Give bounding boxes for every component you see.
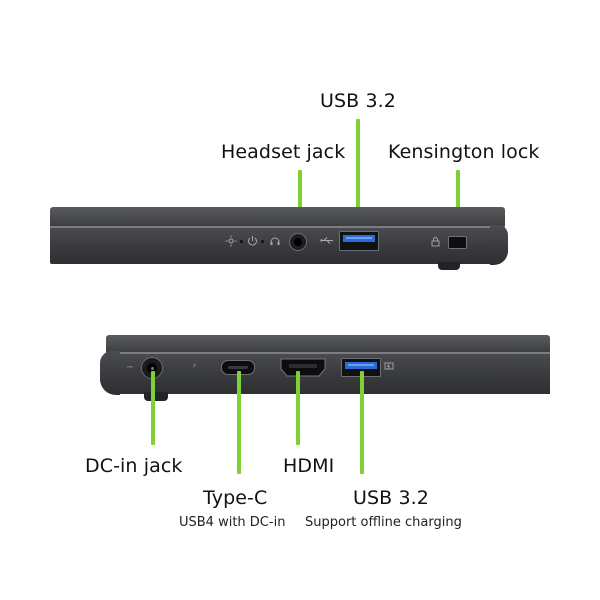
label-type-c-sub: USB4 with DC-in xyxy=(179,515,286,530)
laptop-lid xyxy=(50,207,505,227)
leader-headset xyxy=(298,170,302,228)
kensington-lock-slot xyxy=(448,236,467,249)
laptop-right-side xyxy=(50,205,510,275)
indicator-led-2 xyxy=(261,240,264,243)
leader-hdmi xyxy=(296,371,300,445)
dc-symbol-print: ⎓ xyxy=(127,363,133,371)
leader-dc-in xyxy=(151,371,155,445)
leader-usb-top xyxy=(356,119,360,223)
usb-a-port-top xyxy=(339,231,379,251)
laptop-base-bottom xyxy=(112,354,550,394)
laptop-left-side: ⎓ ⚡ xyxy=(100,333,550,408)
laptop-lid-bottom xyxy=(106,335,550,353)
leader-kensington xyxy=(456,170,460,230)
laptop-base xyxy=(50,228,500,264)
rubber-foot xyxy=(438,262,460,270)
leader-type-c xyxy=(237,371,241,474)
power-off-charging-icon xyxy=(384,362,394,370)
usb4-print: ⚡ xyxy=(192,362,197,370)
hdmi-port xyxy=(280,358,326,377)
headset-icon xyxy=(270,237,280,245)
headset-jack xyxy=(289,233,307,251)
label-usb-top: USB 3.2 xyxy=(320,90,396,112)
lock-icon xyxy=(431,237,440,247)
sun-indicator-icon xyxy=(225,235,237,247)
power-indicator-icon xyxy=(248,236,257,246)
label-dc-in-jack: DC-in jack xyxy=(85,455,183,477)
rubber-foot-bottom xyxy=(144,392,168,401)
label-headset-jack: Headset jack xyxy=(221,141,346,163)
leader-usb-bottom xyxy=(360,371,364,474)
label-hdmi: HDMI xyxy=(283,455,335,477)
hinge-line xyxy=(50,226,505,228)
label-usb-bottom-sub: Support offline charging xyxy=(305,515,462,530)
hinge-line-bottom xyxy=(106,352,550,354)
base-right-edge xyxy=(490,225,508,265)
label-usb-bottom: USB 3.2 xyxy=(353,487,429,509)
indicator-led-1 xyxy=(240,240,243,243)
label-kensington-lock: Kensington lock xyxy=(388,141,540,163)
usb-symbol-icon xyxy=(320,237,333,244)
label-type-c: Type-C xyxy=(203,487,268,509)
